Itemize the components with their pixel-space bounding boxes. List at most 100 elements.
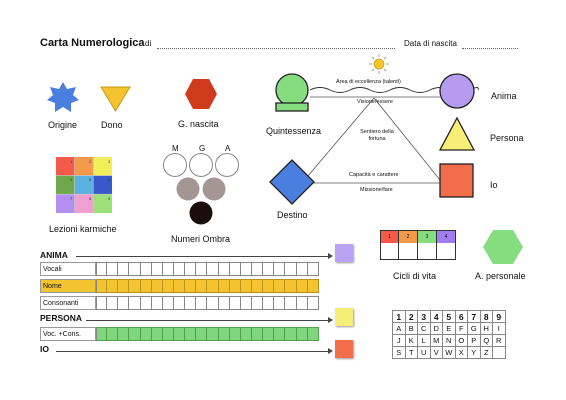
dono-triangle-icon <box>100 86 131 112</box>
lezioni-label: Lezioni karmiche <box>49 224 117 234</box>
alpha-cell: G <box>467 322 481 335</box>
alpha-cell: E <box>442 322 456 335</box>
visione-label: Visione/essere <box>357 99 393 105</box>
persona-label: Persona <box>490 133 524 143</box>
quintessenza-label: Quintessenza <box>266 126 322 136</box>
alpha-cell: L <box>417 334 431 347</box>
destino-diamond-icon <box>269 159 315 205</box>
alpha-cell: B <box>404 322 418 335</box>
ciclo-cell-1[interactable]: 1 <box>380 230 399 260</box>
g-nascita-label: G. nascita <box>178 119 219 129</box>
karmic-num-8: 8 <box>89 196 92 201</box>
karmic-num-9: 9 <box>108 196 111 201</box>
ciclo-num-1: 1 <box>381 231 398 243</box>
anima-arrow-head <box>328 253 333 259</box>
ciclo-cell-4[interactable]: 4 <box>437 230 456 260</box>
ciclo-num-3: 3 <box>418 231 436 243</box>
ombra-a-label: A <box>225 144 231 153</box>
quintessenza-icon <box>275 73 309 112</box>
ciclo-num-4: 4 <box>437 231 455 243</box>
alpha-cell: Q <box>479 334 493 347</box>
karmic-num-5: 5 <box>89 177 92 182</box>
ciclo-cell-2[interactable]: 2 <box>399 230 418 260</box>
alpha-head: 3 <box>417 310 431 323</box>
persona-note-icon <box>335 308 353 326</box>
alpha-cell: M <box>429 334 443 347</box>
date-line[interactable] <box>462 48 518 49</box>
alpha-cell: D <box>429 322 443 335</box>
alpha-cell: A <box>392 322 406 335</box>
alpha-cell: H <box>479 322 493 335</box>
alpha-cell: X <box>454 346 468 359</box>
vocali-label: Vocali <box>40 262 96 276</box>
anima-note-icon <box>335 244 353 262</box>
persona-triangle-icon <box>438 116 476 151</box>
alpha-cell <box>492 346 506 359</box>
alpha-cell: W <box>442 346 456 359</box>
alpha-head: 7 <box>467 310 481 323</box>
karmic-num-3: 3 <box>108 159 111 164</box>
origine-star-icon <box>47 82 79 112</box>
alpha-cell: F <box>454 322 468 335</box>
io-label: Io <box>490 180 498 190</box>
io-heading: IO <box>40 344 49 354</box>
anima-circle-icon <box>439 73 475 109</box>
destino-label: Destino <box>277 210 308 220</box>
karmic-num-1: 1 <box>70 159 73 164</box>
alpha-head: 1 <box>392 310 406 323</box>
name-line[interactable] <box>157 48 395 49</box>
sun-icon <box>369 54 389 74</box>
alpha-cell: I <box>492 322 506 335</box>
personality-diagram <box>269 54 479 205</box>
numeri-ombra-label: Numeri Ombra <box>171 234 231 244</box>
alpha-cell: P <box>467 334 481 347</box>
persona-arrow-head <box>328 317 333 323</box>
karmic-num-4: 4 <box>70 177 73 182</box>
consonanti-grid[interactable] <box>96 296 319 310</box>
voc-cons-grid[interactable] <box>96 327 319 341</box>
alpha-head: 8 <box>479 310 493 323</box>
alpha-cell: Y <box>467 346 481 359</box>
persona-heading: PERSONA <box>40 313 83 323</box>
vocali-grid[interactable] <box>96 262 319 276</box>
anima-label: Anima <box>491 91 517 101</box>
alpha-cell: N <box>442 334 456 347</box>
alpha-cell: C <box>417 322 431 335</box>
persona-arrow-line <box>86 320 328 321</box>
origine-label: Origine <box>48 120 78 130</box>
g-nascita-hexagon-icon <box>185 79 217 109</box>
ciclo-cell-3[interactable]: 3 <box>418 230 437 260</box>
alpha-cell: T <box>404 346 418 359</box>
consonanti-label: Consonanti <box>40 296 96 310</box>
alpha-cell: U <box>417 346 431 359</box>
date-label: Data di nascita <box>404 39 457 48</box>
alpha-head: 6 <box>454 310 468 323</box>
nome-grid[interactable] <box>96 279 319 293</box>
alpha-cell: V <box>429 346 443 359</box>
alpha-cell: O <box>454 334 468 347</box>
alpha-cell: Z <box>479 346 493 359</box>
alpha-head: 2 <box>404 310 418 323</box>
io-square-icon <box>439 163 474 198</box>
sentiero-label: Sentiero della fortuna <box>360 129 394 142</box>
karmic-num-2: 2 <box>89 159 92 164</box>
cicli-cells: 1 2 3 4 <box>380 230 456 260</box>
alpha-head: 4 <box>429 310 443 323</box>
area-label: Area di eccellenza (talenti) <box>336 79 401 85</box>
alpha-cell: K <box>404 334 418 347</box>
ciclo-num-2: 2 <box>399 231 417 243</box>
dono-label: Dono <box>101 120 123 130</box>
alpha-cell: S <box>392 346 406 359</box>
alpha-head: 9 <box>492 310 506 323</box>
anima-arrow-line <box>76 256 328 257</box>
anima-heading: ANIMA <box>40 250 68 260</box>
io-arrow-head <box>328 348 333 354</box>
alpha-head: 5 <box>442 310 456 323</box>
karmic-num-6: 6 <box>108 177 111 182</box>
capacita-label: Capacità e carattere <box>349 172 399 178</box>
ombra-m-label: M <box>172 144 179 153</box>
title-di: di <box>145 39 152 48</box>
